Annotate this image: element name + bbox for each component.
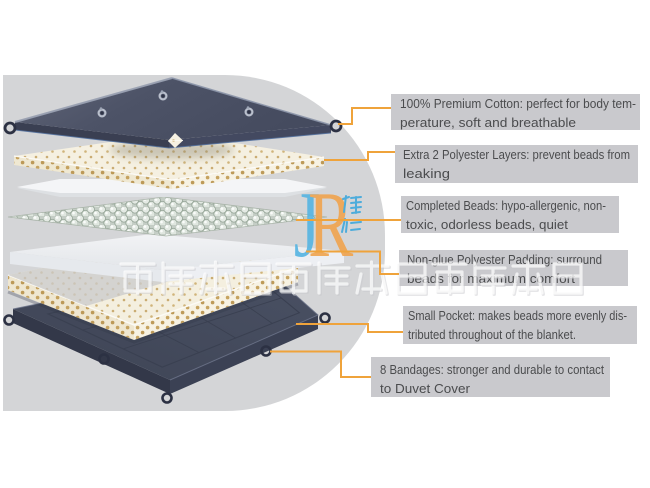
svg-text:leaking: leaking bbox=[403, 166, 450, 181]
svg-text:to Duvet Cover: to Duvet Cover bbox=[380, 381, 471, 396]
svg-text:J: J bbox=[294, 172, 320, 276]
svg-text:toxic, odorless beads, quiet: toxic, odorless beads, quiet bbox=[406, 217, 568, 232]
svg-text:Completed Beads: hypo-allergen: Completed Beads: hypo-allergenic, non- bbox=[406, 198, 606, 213]
svg-text:perature, soft and breathable: perature, soft and breathable bbox=[400, 115, 576, 130]
svg-text:Small Pocket: makes beads more: Small Pocket: makes beads more evenly di… bbox=[408, 308, 627, 323]
svg-text:tributed throughout of the bla: tributed throughout of the blanket. bbox=[408, 327, 576, 342]
svg-text:100% Premium Cotton: perfect f: 100% Premium Cotton: perfect for body te… bbox=[400, 96, 636, 111]
svg-text:Extra 2 Polyester Layers: prev: Extra 2 Polyester Layers: prevent beads … bbox=[403, 147, 630, 162]
svg-text:8 Bandages: stronger and dura: 8 Bandages: stronger and durable to cont… bbox=[380, 362, 604, 377]
